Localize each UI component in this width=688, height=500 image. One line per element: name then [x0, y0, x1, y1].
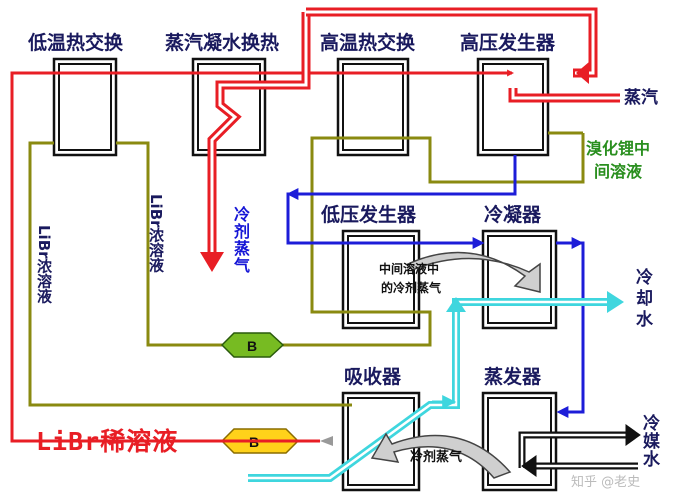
- condensate-hx-title: 蒸汽凝水换热: [165, 32, 280, 54]
- libr-mid-solution-label-1: 溴化锂中: [586, 139, 651, 158]
- dilute-solution-lines: [10, 69, 515, 443]
- condenser-box: [481, 229, 558, 330]
- refrigerant-lines: [286, 155, 585, 418]
- refrigerant-vapor-label-bottom: 冷剂蒸气: [410, 450, 463, 465]
- pump-upper-label: B: [247, 338, 257, 354]
- strong-solution-left-loop: [28, 141, 352, 407]
- libr-strong-mid-label: LiBr浓溶液: [147, 194, 165, 273]
- libr-dilute-label: LiBr稀溶液: [36, 427, 179, 456]
- high-temp-hx-box: [336, 57, 410, 157]
- refrigerant-vapor-text: 冷剂蒸气: [231, 206, 250, 274]
- strong-solution-mid-loop: [116, 141, 432, 347]
- chilled-out-inner: [520, 433, 628, 468]
- pump-upper: B: [220, 332, 285, 358]
- steam-return-arrowhead: [576, 62, 589, 84]
- low-pressure-generator-title: 低压发生器: [321, 204, 417, 226]
- condensate-arrowhead: [200, 252, 224, 272]
- vapor-curved-arrows: [370, 251, 541, 479]
- refrigerant-vapor-label-top: 冷剂蒸气: [231, 206, 250, 274]
- steam-inlet-inner: [511, 88, 620, 100]
- evaporator-title: 蒸发器: [484, 366, 542, 388]
- steam-label: 蒸汽: [624, 88, 658, 108]
- condensate-hx-box: [191, 57, 267, 157]
- intermediate-solution-line: [310, 133, 585, 330]
- chilled-out-arrowhead: [625, 424, 641, 446]
- low-pressure-generator-box: [341, 229, 421, 330]
- cooling-water-lines: [248, 291, 624, 482]
- libr-strong-left-label: LiBr浓溶液: [35, 225, 53, 304]
- steam-lines: [200, 7, 620, 272]
- equipment-boxes: [52, 57, 558, 492]
- absorber-title: 吸收器: [344, 366, 402, 388]
- high-pressure-generator-title: 高压发生器: [460, 32, 556, 54]
- steam-condensate-inner: [210, 12, 308, 258]
- high-temp-hx-title: 高温热交换: [320, 32, 416, 54]
- evaporator-to-absorber-vapor-arrow: [370, 432, 512, 479]
- mid-solution-vapor-label-1: 中间溶液中: [379, 262, 440, 276]
- low-temp-hx-title: 低温热交换: [28, 32, 124, 54]
- chilled-water-lines: [518, 424, 641, 477]
- libr-mid-solution-label-2: 间溶液: [594, 162, 643, 181]
- refrigerant-medium-label: 冷媒水: [639, 414, 659, 468]
- cooling-water-label: 冷却水: [632, 268, 652, 331]
- lpg-to-condenser-vapor-arrow: [406, 251, 541, 293]
- high-pressure-generator-box: [476, 57, 550, 157]
- dilute-main-line: [10, 69, 515, 443]
- low-temp-hx-box: [52, 57, 118, 157]
- condenser-title: 冷凝器: [484, 204, 542, 226]
- watermark: 知乎 @老史: [571, 475, 641, 490]
- mid-solution-vapor-label-2: 的冷剂蒸气: [381, 281, 442, 295]
- cooling-water-out-arrowhead: [607, 291, 624, 313]
- cooling-water-up-arrowhead: [446, 297, 466, 312]
- evaporator-box: [481, 391, 558, 492]
- condenser-to-evaporator: [556, 241, 585, 418]
- pump-lower-inlet-arrow: [320, 436, 333, 446]
- strong-solution-lines: [28, 131, 585, 407]
- chilled-in-arrowhead: [521, 455, 537, 477]
